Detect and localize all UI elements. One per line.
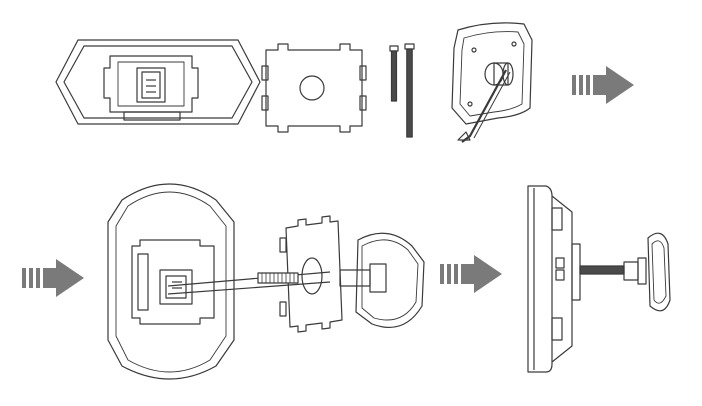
mounting-plate-bottom [257,215,343,333]
step-arrow [22,259,84,297]
monitor-plate-bottom [107,183,235,380]
mounting-plate-top [261,43,367,133]
door-viewer-lens-bottom [339,232,425,328]
step-arrow [572,66,634,104]
step-arrow [440,255,502,293]
assembled-side-view [527,185,671,373]
screw-short [389,45,399,102]
monitor-plate-top [55,39,261,125]
screw-long [404,43,415,138]
screws [389,43,415,138]
door-viewer-lens-top [451,22,533,143]
